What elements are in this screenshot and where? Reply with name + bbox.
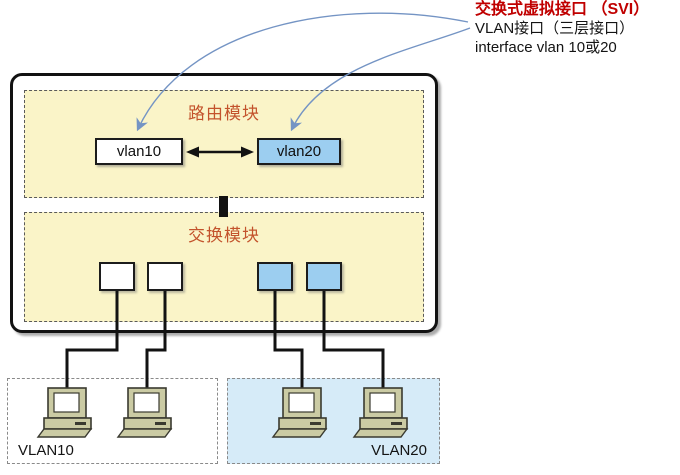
vlan20-group-label: VLAN20	[371, 442, 427, 459]
svi-vlan20-box: vlan20	[257, 138, 341, 165]
svi-vlan10-box: vlan10	[95, 138, 183, 165]
annotation-block: 交换式虚拟接口 （SVI） VLAN接口（三层接口） interface vla…	[475, 0, 649, 57]
switching-module-label: 交换模块	[188, 226, 260, 245]
vlan10-group-box: VLAN10	[7, 378, 218, 464]
routing-module-label: 路由模块	[188, 104, 260, 123]
vlan10-group-label: VLAN10	[18, 442, 74, 459]
switching-module: 交换模块	[24, 212, 424, 322]
annotation-title: 交换式虚拟接口 （SVI）	[475, 1, 650, 18]
routing-module: 路由模块	[24, 90, 424, 198]
port-vlan20-1	[257, 262, 293, 291]
vlan20-group-box: VLAN20	[227, 378, 440, 464]
port-vlan20-2	[306, 262, 342, 291]
annotation-subtitle: VLAN接口（三层接口）	[475, 20, 635, 37]
port-vlan10-1	[99, 262, 135, 291]
port-vlan10-2	[147, 262, 183, 291]
annotation-command: interface vlan 10或20	[475, 39, 617, 56]
